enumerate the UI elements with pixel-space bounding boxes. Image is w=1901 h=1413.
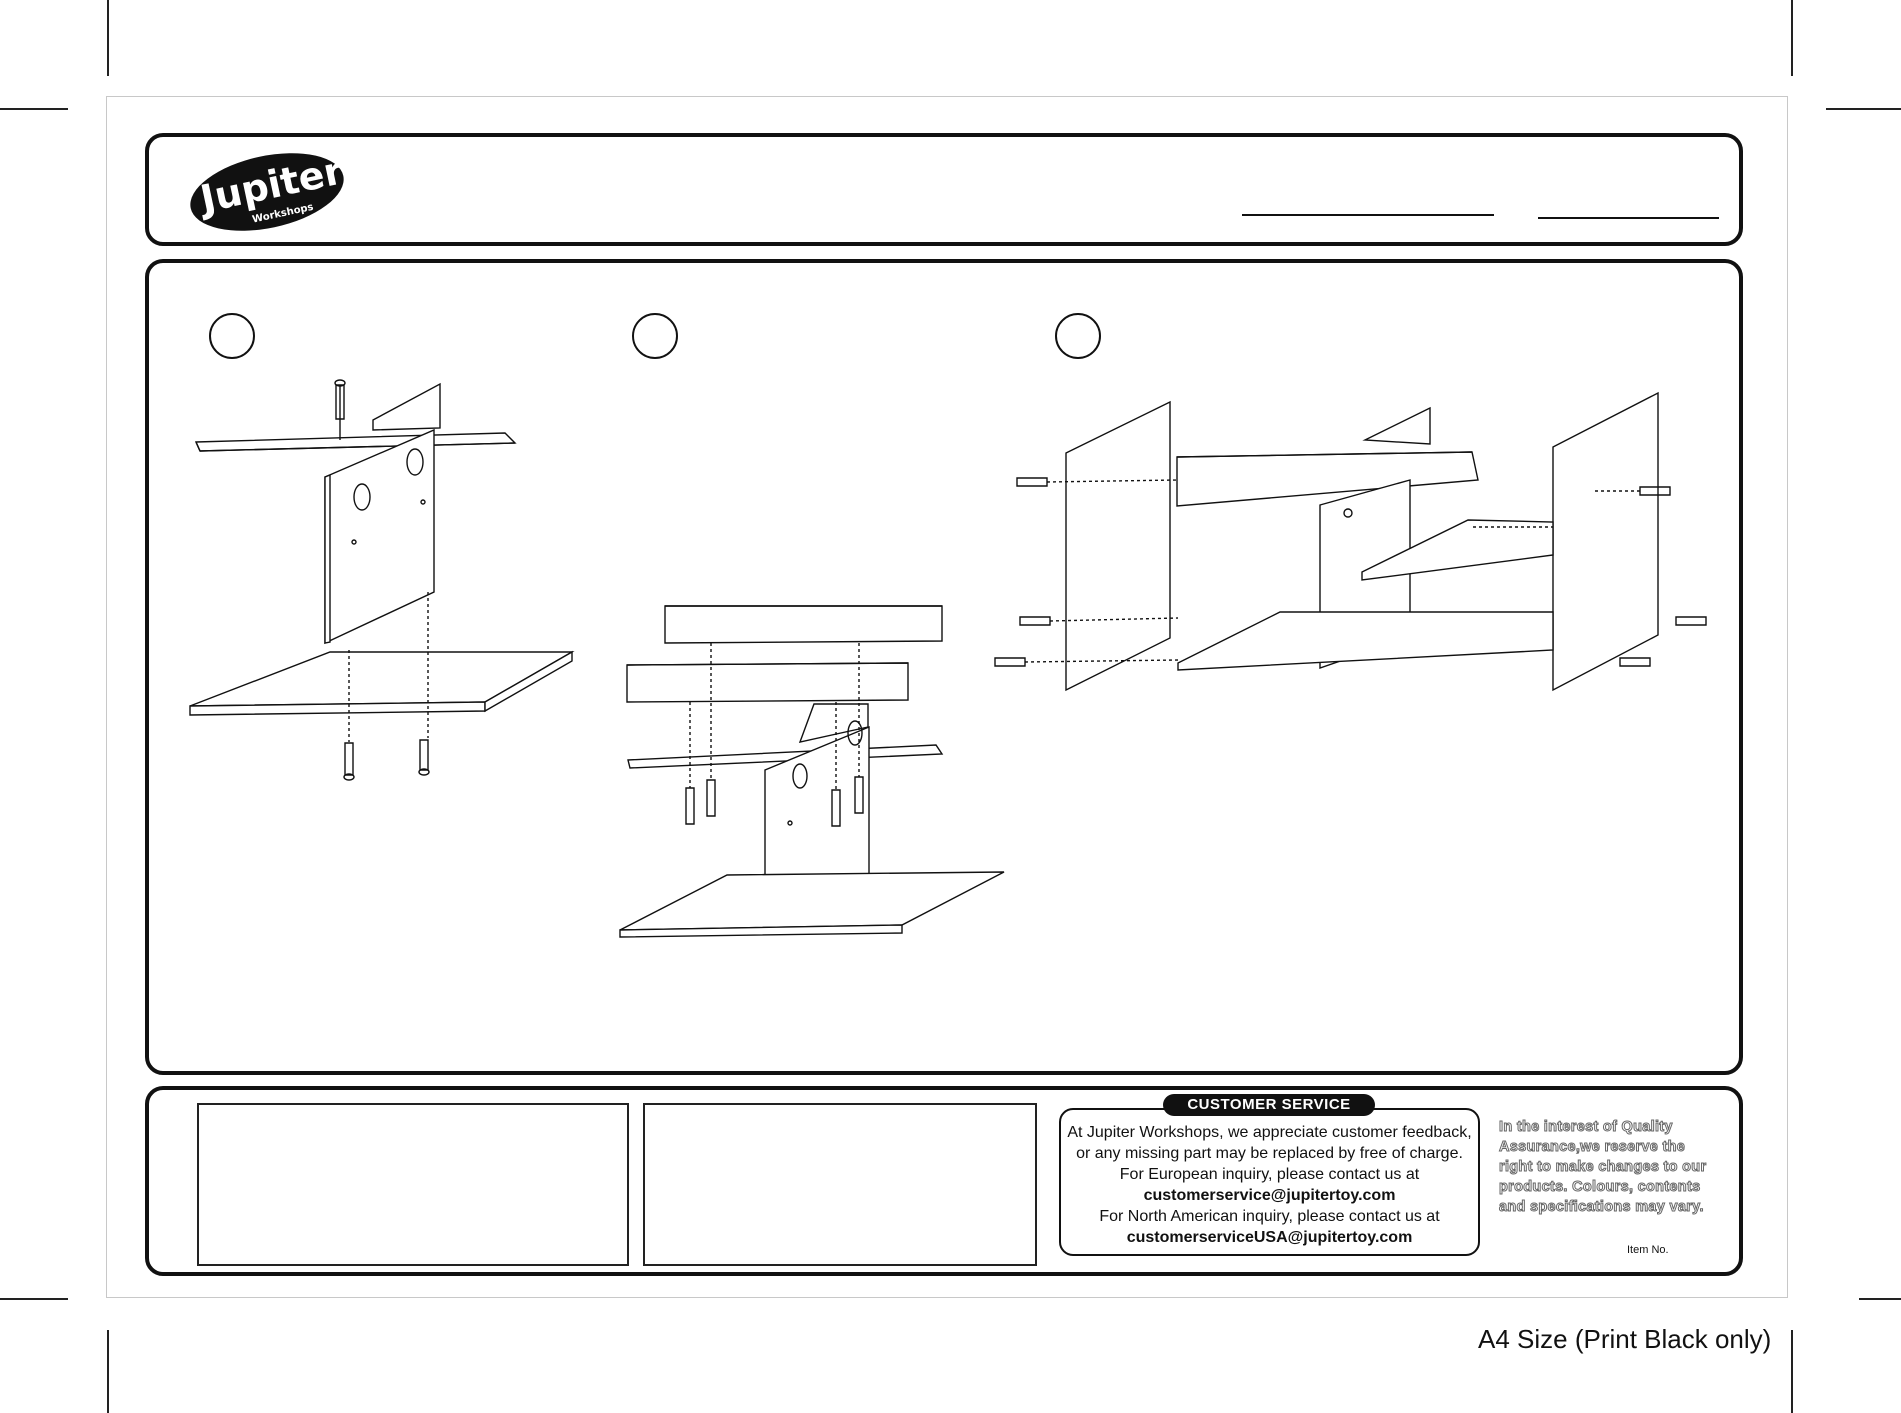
north-american-email: customerserviceUSA@jupitertoy.com	[1126, 1229, 1413, 1246]
crop-mark	[1826, 108, 1901, 110]
step-2-diagram	[620, 606, 1004, 937]
crop-mark	[1859, 1298, 1901, 1300]
blank-box-left	[197, 1103, 629, 1266]
crop-mark	[107, 1330, 109, 1413]
field-underline	[1242, 214, 1494, 216]
crop-mark	[0, 108, 68, 110]
quality-notice-line: products. Colours, contents	[1498, 1179, 1701, 1196]
step-3-circle	[1055, 313, 1101, 359]
header-panel: Jupiter Workshops	[145, 133, 1743, 246]
european-email: customerservice@jupitertoy.com	[1143, 1187, 1396, 1204]
jupiter-logo: Jupiter Workshops	[190, 148, 347, 231]
field-underline	[1538, 217, 1719, 219]
step-2-circle	[632, 313, 678, 359]
customer-service-line: For European inquiry, please contact us …	[1119, 1166, 1420, 1183]
customer-service-line: At Jupiter Workshops, we appreciate cust…	[1067, 1124, 1472, 1141]
crop-mark	[1791, 0, 1793, 76]
crop-mark	[0, 1298, 68, 1300]
step-1-circle	[209, 313, 255, 359]
item-no-label: Item No.	[1627, 1244, 1669, 1256]
step-3-diagram	[995, 393, 1706, 690]
crop-mark	[107, 0, 109, 76]
footer-note: A4 Size (Print Black only)	[1478, 1324, 1772, 1354]
quality-notice-line: Assurance,we reserve the	[1498, 1139, 1686, 1156]
quality-notice-line: and specifications may vary.	[1499, 1199, 1704, 1216]
customer-service-title: CUSTOMER SERVICE	[1163, 1094, 1375, 1116]
customer-service-line: For North American inquiry, please conta…	[1099, 1208, 1440, 1225]
quality-notice-line: In the interest of Quality	[1499, 1119, 1673, 1136]
customer-service-box: At Jupiter Workshops, we appreciate cust…	[1059, 1108, 1480, 1256]
blank-box-middle	[643, 1103, 1037, 1266]
quality-notice-line: right to make changes to our	[1498, 1159, 1707, 1176]
crop-mark	[1791, 1330, 1793, 1413]
step-1-diagram	[190, 380, 572, 780]
customer-service-line: or any missing part may be replaced by f…	[1076, 1145, 1463, 1162]
info-panel: At Jupiter Workshops, we appreciate cust…	[145, 1086, 1743, 1276]
sheet-border	[106, 96, 1788, 1298]
